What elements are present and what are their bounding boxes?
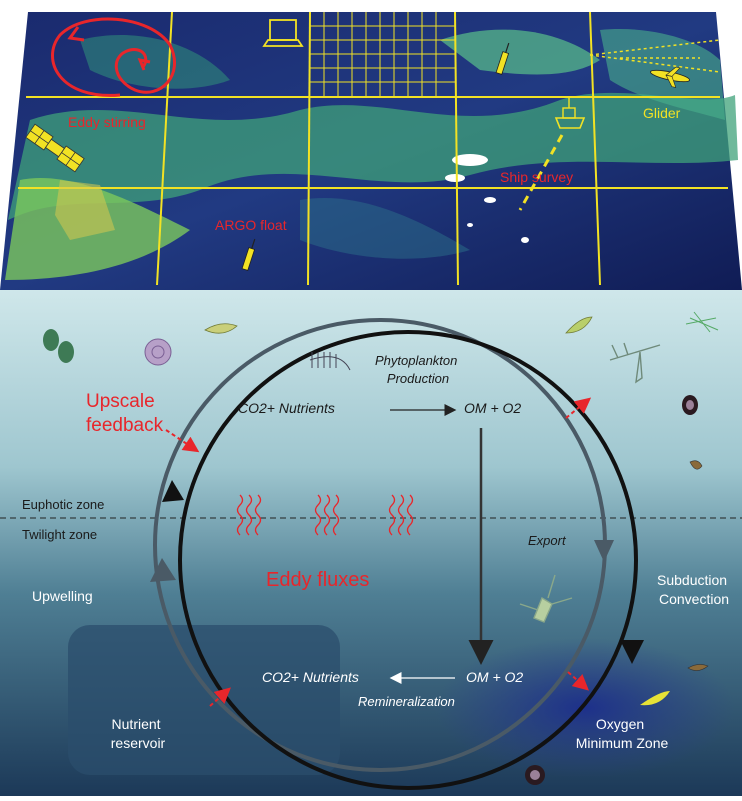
reaction-bottom-left: CO2+ Nutrients (262, 669, 359, 685)
svg-text:Nutrient reservoir: Nutrient reservoir (111, 716, 166, 751)
svg-text:Oxygen Minimum Zone: Oxygen Minimum Zone (576, 716, 669, 751)
surface-panel: Eddy stirring (0, 11, 742, 290)
nutrient-reservoir-box (68, 625, 340, 775)
svg-text:Phytoplankton Production: Phytoplankton Production (375, 353, 461, 386)
eddy-flux-squiggles (236, 494, 414, 536)
nutrient-label: Nutrient (112, 716, 161, 732)
svg-text:Subduction Convection: Subduction Convection (657, 572, 731, 607)
euphotic-zone-label: Euphotic zone (22, 497, 104, 512)
eddy-fluxes-label: Eddy fluxes (266, 569, 369, 591)
glider-label: Glider (643, 105, 681, 121)
satellite-icon (25, 123, 115, 240)
reaction-top-left: CO2+ Nutrients (238, 400, 335, 416)
phytoplankton-label: Phytoplankton (375, 353, 457, 368)
oxygen-label: Oxygen (596, 716, 644, 732)
eddy-stirring-label: Eddy stirring (68, 114, 146, 130)
loop-arrowheads (150, 480, 644, 664)
eddy-stirring-icon (51, 17, 177, 97)
glider-icon (589, 39, 721, 88)
subduction-loop (178, 330, 638, 790)
plankton-illustrations (43, 311, 719, 785)
fine-grid (310, 12, 455, 97)
survey-grid (18, 11, 728, 286)
svg-text:Upscale feedback: Upscale feedback (86, 391, 164, 436)
twilight-zone-label: Twilight zone (22, 527, 97, 542)
oxygen-minimum-zone-area (435, 638, 735, 778)
minimum-zone-label: Minimum Zone (576, 735, 669, 751)
ship-survey-label: Ship survey (500, 169, 573, 185)
reaction-top-right: OM + O2 (464, 400, 521, 416)
upscale-label: Upscale (86, 391, 155, 412)
production-label: Production (387, 371, 449, 386)
subduction-label: Subduction (657, 572, 727, 588)
convection-label: Convection (659, 591, 729, 607)
ship-icon (554, 98, 586, 129)
argo-float-icon (241, 42, 510, 271)
remineralization-label: Remineralization (358, 694, 455, 709)
upwelling-label: Upwelling (32, 588, 93, 604)
argo-float-label: ARGO float (215, 217, 287, 233)
ice-patches (445, 154, 529, 243)
reaction-bottom-right: OM + O2 (466, 669, 523, 685)
flux-arrows (165, 397, 592, 707)
export-label: Export (528, 533, 567, 548)
ship-track (518, 134, 564, 211)
reservoir-label: reservoir (111, 735, 166, 751)
ocean-panel: Phytoplankton Production CO2+ Nutrients … (0, 290, 742, 796)
feedback-label: feedback (86, 415, 164, 436)
laptop-icon (262, 19, 304, 47)
